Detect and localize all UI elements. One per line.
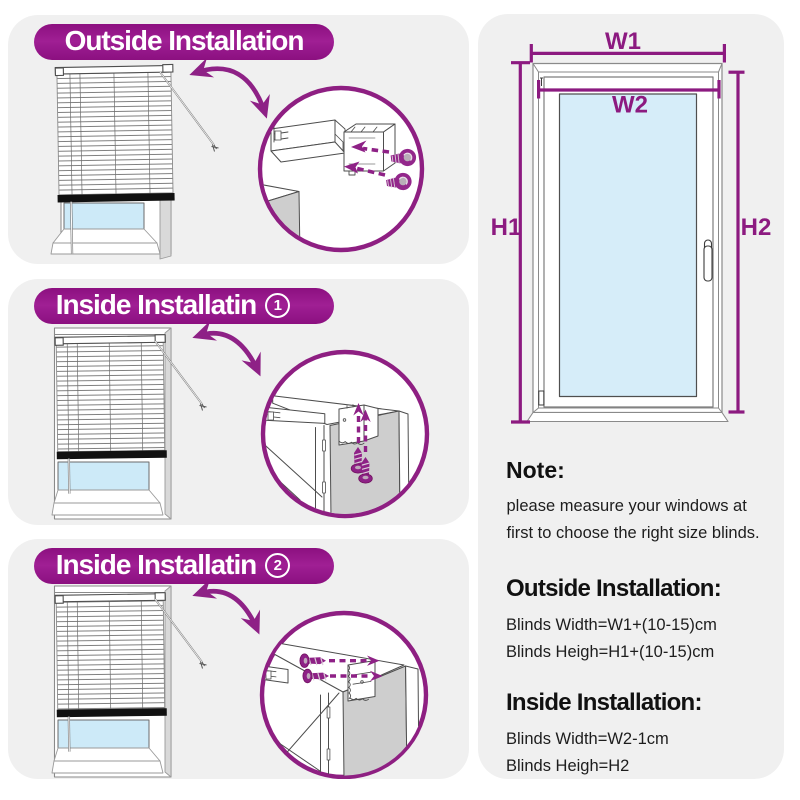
measurement-labels: W1 W2 H1 H2 bbox=[491, 28, 772, 241]
note-line-2: first to choose the right size blinds. bbox=[506, 523, 760, 542]
window-drawing bbox=[526, 62, 729, 423]
screw-icon bbox=[302, 668, 329, 684]
banner-inside-installation-2: Inside Installatin 2 bbox=[34, 548, 334, 584]
outside-width-formula: Blinds Width=W1+(10-15)cm bbox=[506, 615, 717, 634]
label-h1: H1 bbox=[491, 214, 522, 241]
outside-height-formula: Blinds Heigh=H1+(10-15)cm bbox=[506, 642, 715, 661]
note-line-1: please measure your windows at bbox=[506, 496, 747, 515]
panel-inside-installation-1: Inside Installatin 1 bbox=[8, 279, 469, 525]
circled-number-2-icon: 2 bbox=[265, 552, 291, 578]
panel-outside-installation: Outside Installation bbox=[8, 15, 469, 264]
banner-outside-title: Outside Installation bbox=[64, 25, 305, 56]
window-measure-diagram: W1 W2 H1 H2 bbox=[491, 28, 772, 424]
detail-circle-inside-2 bbox=[259, 610, 429, 779]
window-handle bbox=[703, 239, 713, 282]
venetian-blinds bbox=[54, 592, 167, 752]
screw-icon bbox=[299, 653, 326, 668]
inside-height-formula: Blinds Heigh=H2 bbox=[506, 756, 630, 775]
screw-icon bbox=[386, 172, 412, 191]
banner-inside-1-title: Inside Installatin bbox=[55, 289, 258, 320]
venetian-blinds bbox=[54, 63, 175, 254]
label-h2: H2 bbox=[741, 214, 772, 241]
inside-installation-1-illustration bbox=[51, 320, 430, 520]
label-w1: W1 bbox=[605, 28, 641, 55]
banner-inside-2-title: Inside Installatin bbox=[55, 549, 258, 580]
screw-icon bbox=[350, 447, 366, 474]
venetian-blinds bbox=[54, 334, 167, 494]
circled-number-1-icon: 1 bbox=[265, 292, 291, 318]
detail-circle-inside-1 bbox=[260, 349, 430, 519]
curved-arrow-icon bbox=[192, 578, 261, 635]
panel-measuring-guide: W1 W2 H1 H2 Note: please measure your wi… bbox=[478, 14, 784, 779]
label-w2: W2 bbox=[612, 92, 648, 119]
inside-width-formula: Blinds Width=W2-1cm bbox=[506, 729, 669, 748]
curved-arrow-icon bbox=[192, 320, 261, 377]
screw-icon bbox=[358, 457, 373, 484]
measurement-lines bbox=[511, 44, 745, 424]
outside-rule-title: Outside Installation: bbox=[506, 575, 722, 603]
panel-inside-installation-2: Inside Installatin 2 bbox=[8, 539, 469, 779]
tilt-wand bbox=[154, 598, 207, 669]
tilt-wand bbox=[159, 71, 219, 152]
banner-outside-installation: Outside Installation bbox=[34, 24, 334, 60]
curved-arrow-icon bbox=[189, 57, 270, 119]
detail-circle-outside bbox=[257, 85, 425, 253]
window-behind-blinds bbox=[50, 192, 172, 260]
inside-rule-title: Inside Installation: bbox=[506, 689, 702, 717]
tilt-wand bbox=[154, 340, 207, 411]
screw-icon bbox=[390, 148, 417, 167]
banner-inside-installation-1: Inside Installatin 1 bbox=[34, 288, 334, 324]
window-hinge bbox=[538, 390, 545, 406]
note-title: Note: bbox=[506, 457, 565, 483]
inside-installation-2-illustration bbox=[51, 578, 429, 779]
outside-installation-illustration bbox=[50, 57, 425, 260]
